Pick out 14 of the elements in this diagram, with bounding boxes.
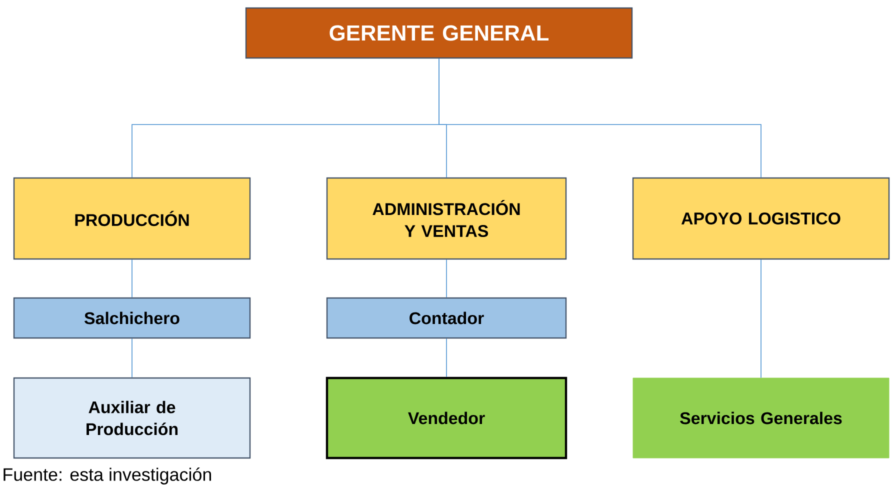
caption: Fuente: esta investigación	[4, 468, 212, 484]
connector-line	[760, 259, 762, 378]
connector-line	[446, 259, 447, 298]
role-box: Contador	[326, 297, 567, 339]
role-box: Auxiliar de Producción	[13, 377, 251, 459]
department-box: PRODUCCIÓN	[13, 177, 251, 260]
role-box: Servicios Generales	[632, 378, 890, 458]
role-box: Vendedor	[326, 376, 568, 460]
title-box: GERENTE GENERAL	[245, 7, 633, 59]
connector-line	[438, 58, 762, 178]
connector-line	[446, 338, 447, 378]
role-box: Salchichero	[13, 297, 251, 339]
department-box: APOYO LOGISTICO	[632, 177, 890, 260]
department-box: ADMINISTRACIÓN Y VENTAS	[326, 177, 567, 260]
